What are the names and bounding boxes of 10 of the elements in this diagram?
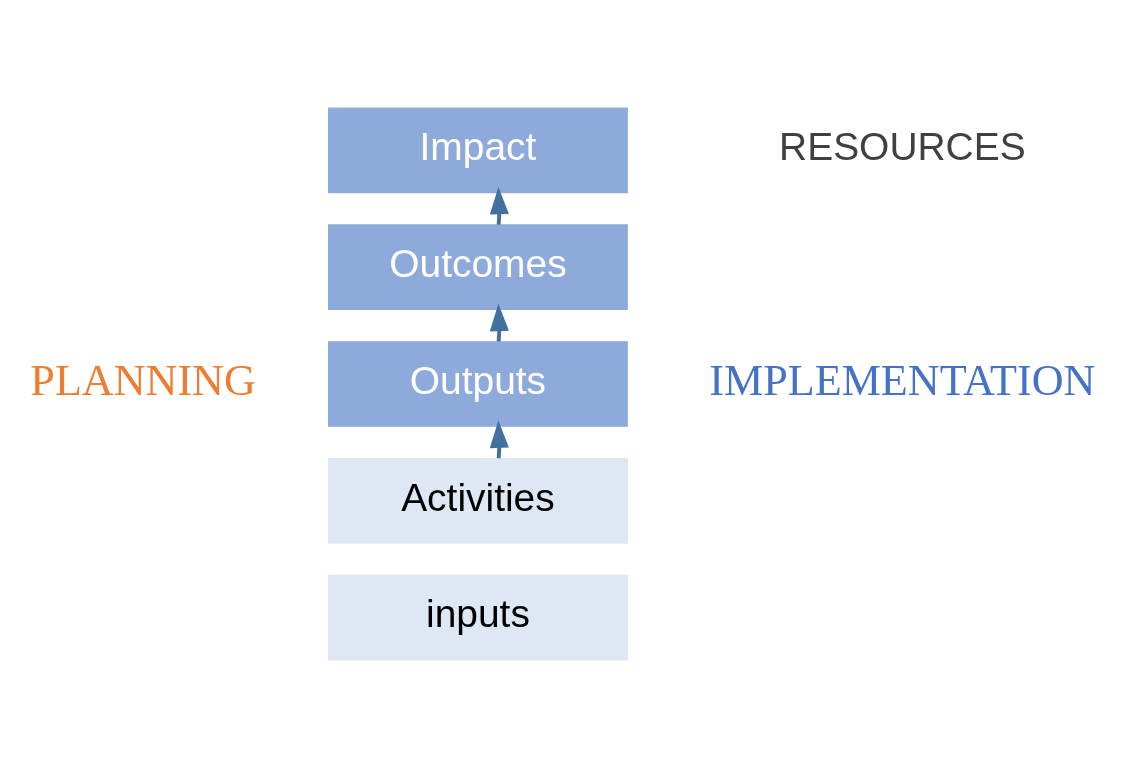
node-box: Activities: [328, 457, 628, 544]
node-box: Impact: [328, 107, 628, 193]
label: PLANNING: [30, 355, 256, 405]
label: RESOURCES: [779, 124, 1026, 168]
node-box: inputs: [328, 574, 628, 660]
arrow: [489, 303, 509, 342]
node-box: Outputs: [328, 340, 628, 427]
node-box: Outcomes: [328, 223, 628, 310]
label: IMPLEMENTATION: [709, 355, 1096, 405]
arrow: [489, 186, 509, 225]
